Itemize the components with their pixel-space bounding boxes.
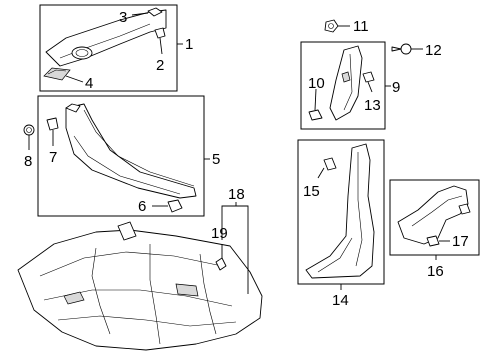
carpet-heel-pad xyxy=(63,291,85,305)
callout-16: 16 xyxy=(427,263,444,280)
group-5-box xyxy=(37,95,205,217)
callout-8: 8 xyxy=(24,153,32,170)
group-16-box xyxy=(389,179,480,256)
clip-10-part xyxy=(308,109,323,121)
callout-19: 19 xyxy=(211,225,228,242)
clip-19-part xyxy=(215,257,227,271)
clip-13-part xyxy=(362,71,375,83)
clip-2-part xyxy=(154,27,166,39)
clip-6-part xyxy=(167,199,183,213)
callout-17: 17 xyxy=(452,233,469,250)
cowl-side-trim-part xyxy=(45,9,167,67)
callout-13: 13 xyxy=(364,97,381,114)
callout-3: 3 xyxy=(119,9,127,26)
clip-15-part xyxy=(323,157,337,171)
sill-plate-part xyxy=(65,103,197,199)
callout-1: 1 xyxy=(185,36,193,53)
callout-5: 5 xyxy=(212,151,220,168)
group-5-sill-plate xyxy=(37,95,205,217)
group-14-lower-pillar xyxy=(297,139,385,285)
clip-8-part xyxy=(23,124,35,136)
callout-15: 15 xyxy=(303,183,320,200)
callout-11: 11 xyxy=(353,18,369,35)
clip-7-part xyxy=(46,117,59,131)
clip-16a xyxy=(458,203,471,215)
group-1-box xyxy=(39,4,178,92)
group-1-cowl-trim xyxy=(39,4,178,92)
callout-10: 10 xyxy=(308,75,325,92)
nut-11-part xyxy=(324,19,339,33)
callout-7: 7 xyxy=(49,149,57,166)
lower-pillar-trim-part xyxy=(305,143,375,279)
floor-carpet-part xyxy=(17,221,263,351)
clip-17-part xyxy=(426,235,440,247)
callout-14: 14 xyxy=(332,292,349,309)
upper-pillar-trim-part xyxy=(329,45,363,121)
callout-6: 6 xyxy=(138,198,146,215)
screw-12-part xyxy=(391,43,412,55)
callout-2: 2 xyxy=(156,57,164,74)
clip-3-part xyxy=(147,7,163,17)
group-16-quarter-trim xyxy=(389,179,480,256)
callout-12: 12 xyxy=(425,42,442,59)
callout-9: 9 xyxy=(392,79,400,96)
sill-end-cap xyxy=(65,103,81,113)
group-9-box xyxy=(300,41,386,130)
callout-18: 18 xyxy=(228,186,245,203)
speaker-grille-ring xyxy=(71,46,93,60)
group-9-pillar-trim xyxy=(300,41,386,130)
callout-4: 4 xyxy=(85,75,93,92)
